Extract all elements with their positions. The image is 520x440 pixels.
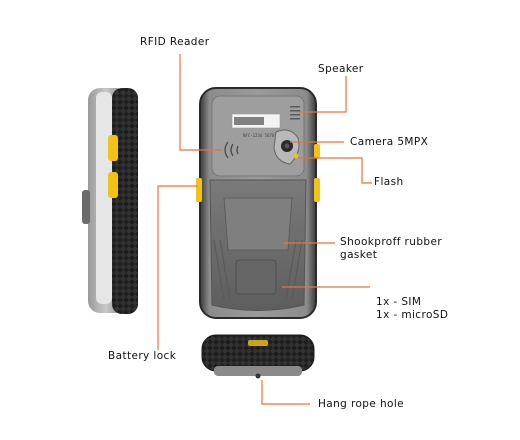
sticker-text: NFC-1234 5678	[243, 133, 275, 138]
hang-rope-label: Hang rope hole	[318, 398, 405, 410]
speaker-grille	[290, 106, 300, 120]
side-button-top	[108, 135, 118, 161]
flash-label: Flash	[374, 176, 404, 188]
speaker-label: Speaker	[318, 63, 364, 75]
gasket-label-line2: gasket	[340, 249, 378, 261]
side-button-bottom	[108, 172, 118, 198]
battery-lock-label: Battery lock	[108, 350, 177, 362]
device-bottom-view	[201, 334, 315, 379]
sim-label-line1: 1x - SIM	[376, 296, 422, 308]
hang-rope-hole	[255, 373, 261, 379]
leader-flash	[298, 157, 372, 184]
gasket-label-line1: Shookproff rubber	[340, 236, 443, 248]
leader-speaker	[300, 76, 347, 113]
camera-label: Camera 5MPX	[350, 136, 429, 148]
gasket-label: Shookproff rubber gasket	[340, 236, 442, 262]
flash-led	[293, 153, 299, 159]
leader-lines	[157, 54, 372, 405]
rfid-reader-label: RFID Reader	[140, 36, 210, 48]
sim-label-line2: 1x - microSD	[376, 309, 449, 321]
sim-label: 1x - SIM 1x - microSD	[376, 296, 448, 322]
leader-hang	[261, 380, 310, 405]
device-back-view: NFC-1234 5678	[196, 87, 320, 319]
rfid-icon	[224, 141, 239, 159]
leader-rfid	[179, 54, 222, 151]
leader-battery	[157, 185, 198, 350]
device-side-view	[82, 88, 138, 314]
